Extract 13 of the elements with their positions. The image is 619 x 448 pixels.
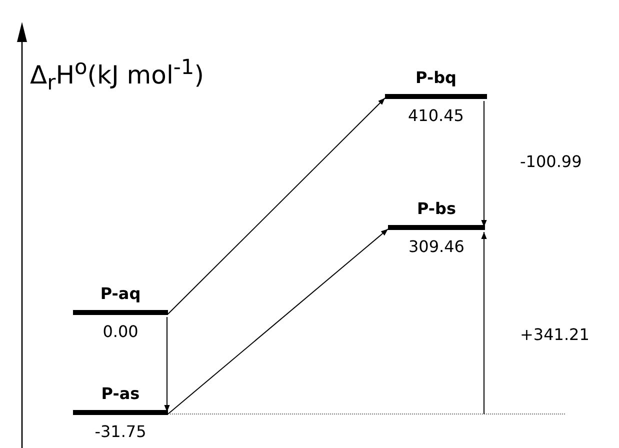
arrow <box>481 100 487 228</box>
enthalpy-value: 309.46 <box>408 237 466 257</box>
arrow <box>164 316 170 412</box>
level-name: P-bq <box>414 68 458 88</box>
enthalpy-value: 410.45 <box>407 106 465 126</box>
level-name: P-aq <box>99 284 142 304</box>
arrow <box>168 98 386 314</box>
enthalpy-value: 0.00 <box>102 322 140 342</box>
arrow <box>481 232 487 414</box>
level-name: P-bs <box>416 199 458 219</box>
level-name: P-as <box>100 384 141 404</box>
enthalpy-value: -31.75 <box>94 422 148 442</box>
arrow <box>168 228 388 414</box>
